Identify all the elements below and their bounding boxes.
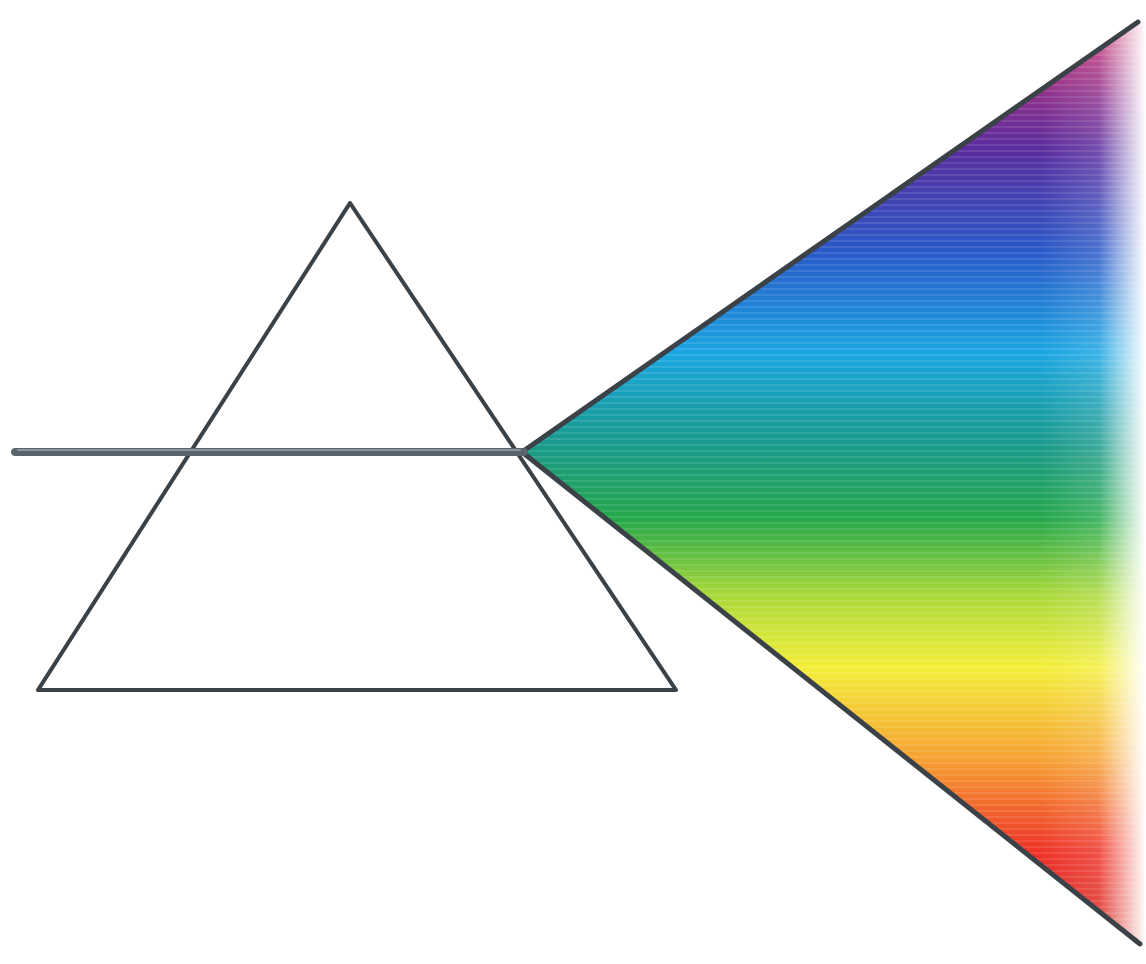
spectrum-fade [1030,0,1146,964]
spectrum-fan [500,0,1146,964]
